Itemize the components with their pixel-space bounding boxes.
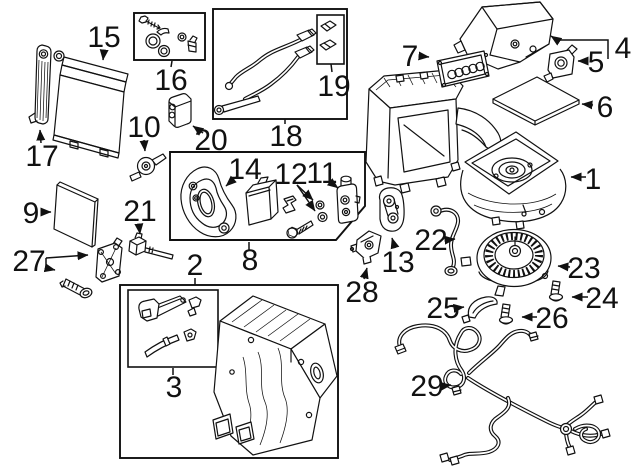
- callout-13-label: 13: [381, 246, 414, 279]
- callout-21: 21: [123, 195, 157, 235]
- callout-14: 14: [225, 153, 262, 187]
- part-28-sensor-drawing: [349, 230, 382, 265]
- callout-1: 1: [570, 163, 602, 196]
- callout-17: 17: [25, 129, 59, 173]
- callout-12: 12: [274, 158, 316, 212]
- part-3-lever-kit-drawing: [127, 289, 219, 368]
- callout-21-label: 21: [123, 195, 156, 228]
- part-12-o-rings-drawing: [315, 200, 328, 223]
- callout-18: 18: [269, 119, 303, 153]
- callout-11-label: 11: [306, 157, 337, 190]
- callout-1-label: 1: [585, 163, 602, 196]
- part-17-seal-strip-drawing: [28, 44, 52, 125]
- callout-7: 7: [402, 40, 430, 73]
- callout-8-label: 8: [242, 244, 259, 277]
- callout-24: 24: [571, 282, 619, 315]
- callout-25: 25: [426, 292, 465, 325]
- part-16-seal-kit-drawing: [133, 12, 206, 61]
- part-1-hvac-case-drawing: [365, 69, 567, 230]
- callout-11: 11: [306, 157, 339, 190]
- part-22-drain-tube-drawing: [430, 205, 461, 277]
- part-18-hose-assembly-drawing: [212, 8, 348, 120]
- callout-5-label: 5: [588, 46, 605, 79]
- callout-26-label: 26: [535, 302, 568, 335]
- callout-25-label: 25: [426, 292, 459, 325]
- part-8-clip-drawing: [282, 195, 297, 214]
- callout-13: 13: [381, 237, 415, 279]
- callout-24-label: 24: [585, 282, 618, 315]
- part-24-screw-drawing: [548, 280, 564, 302]
- callout-28: 28: [345, 267, 379, 309]
- callout-4: 4: [550, 32, 632, 65]
- part-26-screw-drawing: [498, 303, 514, 325]
- callout-9-label: 9: [23, 197, 40, 230]
- part-21-actuator-shaft-drawing: [128, 232, 174, 260]
- callout-23-label: 23: [567, 252, 600, 285]
- callout-27: 27: [12, 245, 89, 278]
- callout-10: 10: [127, 111, 161, 152]
- callout-18-label: 18: [269, 120, 302, 153]
- part-9-insulator-pad-drawing: [53, 181, 99, 248]
- callout-14-label: 14: [228, 153, 261, 186]
- part-11-expansion-valve-drawing: [336, 175, 361, 224]
- part-8-block-drawing: [245, 176, 279, 226]
- callout-8: 8: [242, 242, 259, 277]
- callout-27-label: 27: [12, 245, 45, 278]
- callout-22: 22: [414, 224, 456, 257]
- callout-2-label: 2: [187, 249, 204, 282]
- callout-17-label: 17: [25, 140, 58, 173]
- part-2-heater-case-drawing: [212, 295, 338, 456]
- callout-6-label: 6: [597, 91, 614, 124]
- part-25-handle-drawing: [461, 296, 498, 324]
- callout-15-label: 15: [87, 21, 120, 54]
- callout-29-label: 29: [410, 370, 443, 403]
- part-23-blower-motor-drawing: [460, 228, 552, 297]
- part-8-bolt-drawing: [286, 220, 314, 239]
- callout-3: 3: [166, 368, 183, 404]
- part-5-bracket-drawing: [543, 44, 578, 83]
- part-10-check-valve-drawing: [129, 153, 167, 182]
- part-6-cabin-air-filter-drawing: [492, 76, 580, 126]
- callout-2: 2: [187, 249, 204, 285]
- part-29-wiring-harness-drawing: [394, 323, 611, 466]
- callout-29: 29: [410, 370, 452, 403]
- part-27-bracket-and-stud-drawing: [59, 237, 123, 299]
- part-15-heater-core-drawing: [52, 50, 129, 159]
- part-20-mounting-block-drawing: [168, 93, 192, 128]
- callout-19-label: 19: [317, 70, 350, 103]
- callout-12-label: 12: [274, 158, 307, 191]
- callout-5: 5: [577, 46, 605, 79]
- callout-6: 6: [581, 91, 614, 124]
- part-14-gasket-plate-drawing: [180, 166, 237, 238]
- callout-26: 26: [521, 302, 569, 335]
- callout-15: 15: [87, 21, 121, 61]
- callout-9: 9: [23, 197, 52, 230]
- callout-10-label: 10: [127, 111, 160, 144]
- callout-19: 19: [317, 63, 351, 103]
- callout-16: 16: [154, 60, 188, 97]
- callout-7-label: 7: [402, 40, 419, 73]
- part-7-screen-frame-drawing: [436, 50, 490, 88]
- callout-3-label: 3: [166, 371, 183, 404]
- callout-23: 23: [557, 252, 601, 285]
- callout-16-label: 16: [154, 64, 187, 97]
- callout-28-label: 28: [345, 276, 378, 309]
- callout-4-label: 4: [615, 32, 632, 65]
- callout-22-label: 22: [414, 224, 447, 257]
- part-13-grommet-drawing: [378, 187, 405, 232]
- part-2-case-kit-box: [119, 284, 339, 459]
- part-8-seal-kit-box: [169, 151, 366, 241]
